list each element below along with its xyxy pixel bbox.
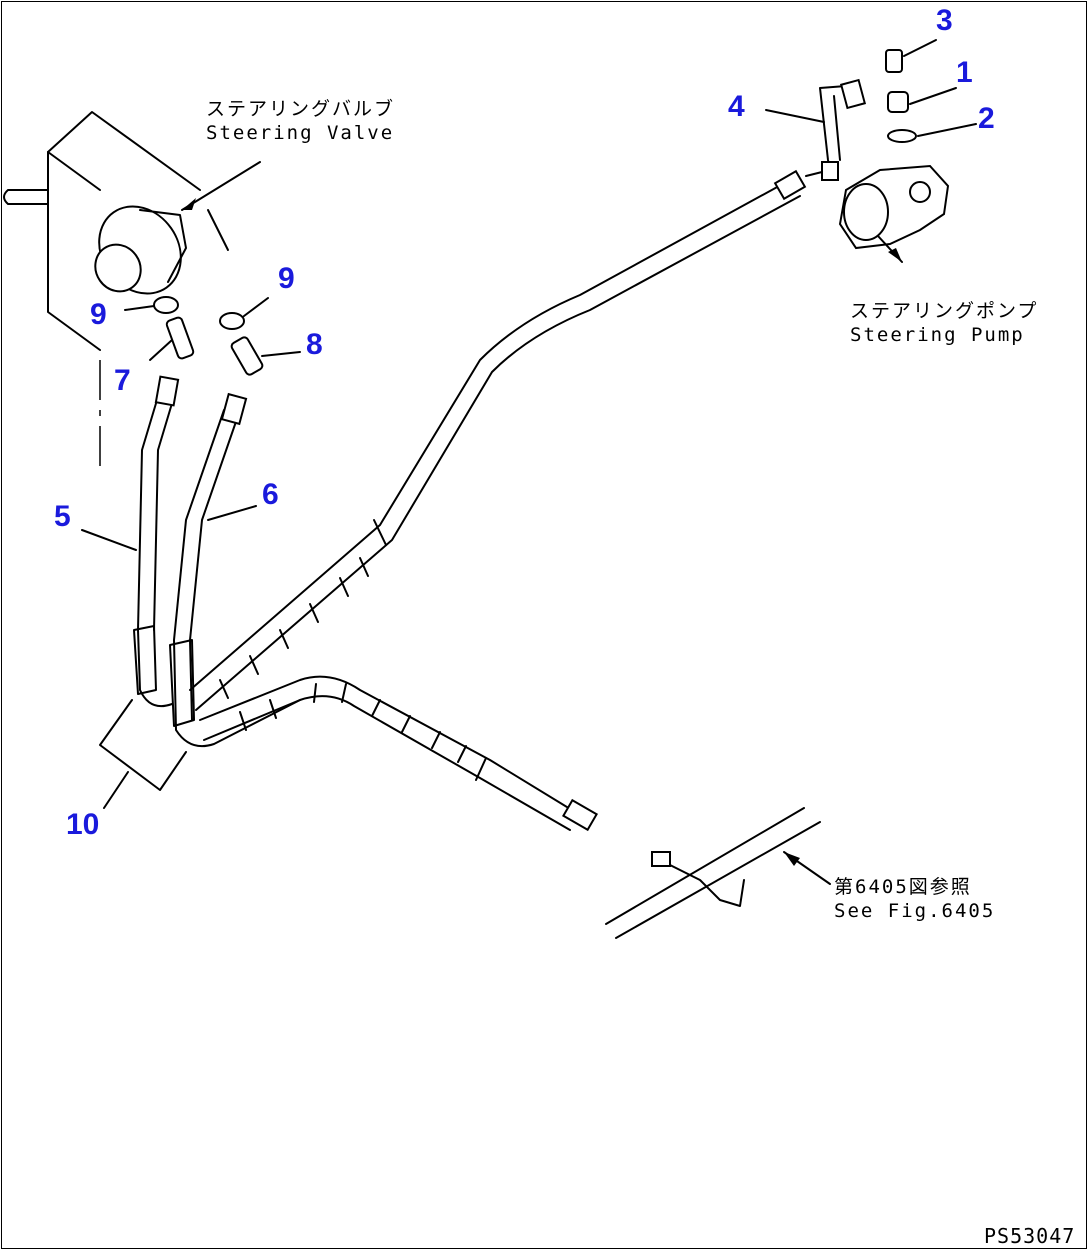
- o-ring-9b: [219, 312, 245, 330]
- part-2: [887, 123, 977, 143]
- callout-8: 8: [306, 328, 323, 361]
- pump-caption-jp: ステアリングポンプ: [850, 300, 1039, 322]
- valve-caption-jp: ステアリングバルブ: [206, 98, 396, 120]
- steering-valve-body: [3, 111, 229, 470]
- callout-9-right: 9: [278, 262, 295, 295]
- part-1: [887, 87, 957, 113]
- hose-lower: [199, 675, 598, 832]
- callout-9-left: 9: [90, 298, 107, 331]
- callout-3: 3: [936, 4, 953, 37]
- o-ring-9a: [153, 296, 179, 314]
- fig-6405-frame: [605, 807, 831, 939]
- elbow-7: [149, 316, 195, 361]
- pump-caption: ステアリングポンプ Steering Pump: [850, 300, 1038, 348]
- callout-1: 1: [956, 56, 973, 89]
- hose-6: [169, 392, 301, 748]
- drawing-id: PS53047: [984, 1224, 1076, 1248]
- steering-valve-port: [94, 205, 187, 295]
- steering-pump: [838, 164, 950, 263]
- ref-caption: 第6405図参照 See Fig.6405: [834, 876, 995, 924]
- callout-2: 2: [978, 102, 995, 135]
- callout-5: 5: [54, 500, 71, 533]
- callout-6: 6: [262, 478, 279, 511]
- callout-10: 10: [66, 808, 100, 841]
- elbow-8: [230, 336, 301, 376]
- hose-5: [133, 375, 180, 708]
- ref-caption-jp: 第6405図参照: [834, 876, 972, 898]
- pump-caption-en: Steering Pump: [850, 323, 1025, 346]
- pipe-4: [765, 78, 867, 181]
- valve-caption: ステアリングバルブ Steering Valve: [206, 98, 395, 146]
- part-3: [885, 39, 937, 73]
- valve-leader: [181, 161, 261, 211]
- block-10: [99, 699, 187, 791]
- callout-7: 7: [114, 364, 131, 397]
- hose-long: [189, 169, 807, 711]
- valve-caption-en: Steering Valve: [206, 121, 395, 144]
- callout-4: 4: [728, 90, 745, 123]
- ref-caption-en: See Fig.6405: [834, 899, 996, 922]
